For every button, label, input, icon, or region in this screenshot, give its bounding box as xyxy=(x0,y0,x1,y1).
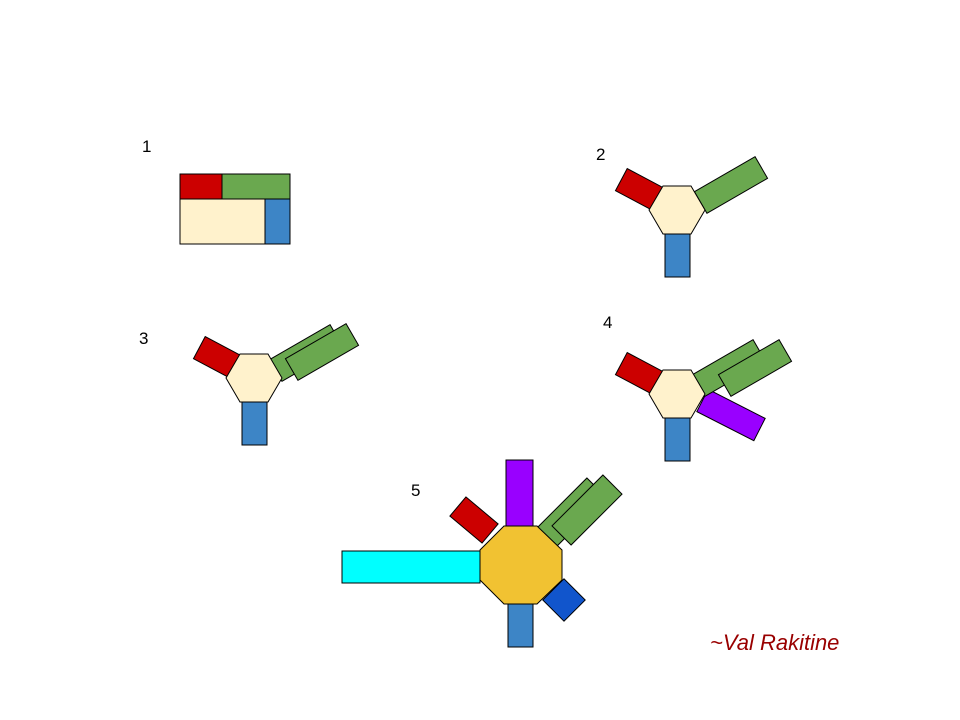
green-arm-front xyxy=(284,322,360,382)
green-arm-front xyxy=(551,474,623,546)
blue-arm xyxy=(507,600,534,648)
red-block xyxy=(179,173,223,200)
diagram-4: 4 xyxy=(603,313,793,462)
diagram-5-label: 5 xyxy=(411,481,420,500)
octagon-core xyxy=(479,525,563,605)
author-signature: ~Val Rakitine xyxy=(710,630,839,655)
hexagon-core xyxy=(648,185,706,235)
blue-block xyxy=(264,198,291,245)
diagram-5: 5 xyxy=(341,459,623,648)
blue-arm xyxy=(664,231,691,278)
cyan-arm xyxy=(341,550,481,584)
diagram-3-label: 3 xyxy=(139,329,148,348)
blue-arm xyxy=(664,415,691,462)
hexagon-core xyxy=(648,369,706,419)
blue-arm xyxy=(241,399,268,446)
diagram-2: 2 xyxy=(596,145,769,278)
diagram-1: 1 xyxy=(142,137,291,245)
diagram-4-label: 4 xyxy=(603,313,612,332)
purple-arm xyxy=(505,459,534,527)
dark-blue-arm xyxy=(542,578,586,622)
green-arm-front xyxy=(717,338,793,398)
green-arm xyxy=(693,155,769,215)
diagram-2-label: 2 xyxy=(596,145,605,164)
red-arm xyxy=(449,496,499,544)
purple-arm xyxy=(696,388,766,442)
core-block xyxy=(179,198,266,245)
hexagon-core xyxy=(225,353,283,403)
green-block xyxy=(221,173,291,200)
diagram-1-label: 1 xyxy=(142,137,151,156)
diagram-3: 3 xyxy=(139,322,360,446)
